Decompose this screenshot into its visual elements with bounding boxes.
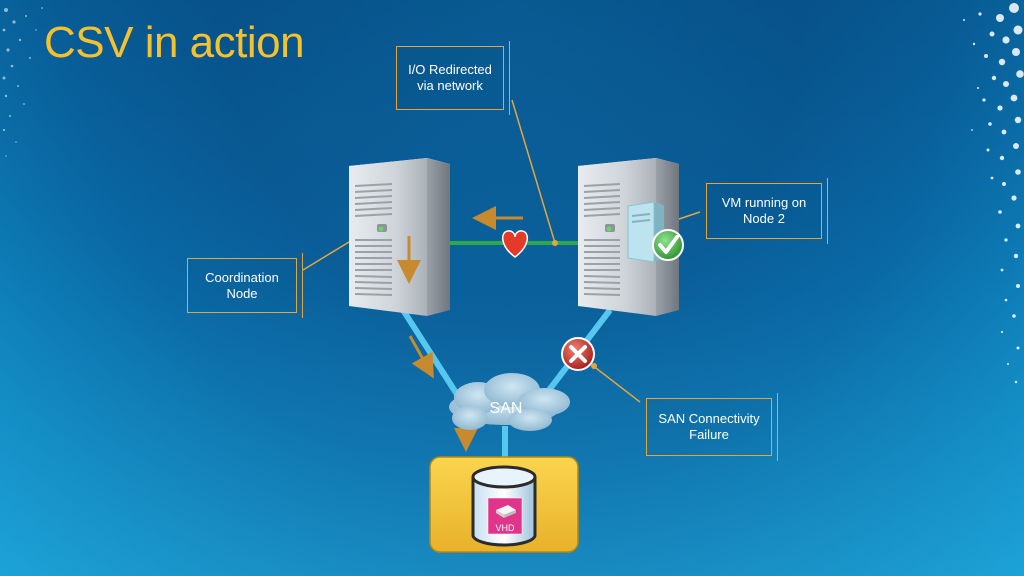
redirect-arrow-san xyxy=(408,335,434,379)
callout-coordination-node: Coordination Node xyxy=(187,253,303,318)
san-link-node1 xyxy=(400,308,461,398)
callout-io-redirected: I/O Redirected via network xyxy=(396,41,510,115)
heartbeat-heart-icon xyxy=(501,230,529,258)
callout-san-failure-text: SAN Connectivity Failure xyxy=(658,411,760,442)
san-label: SAN xyxy=(490,400,523,417)
server-node-2 xyxy=(578,158,679,316)
io-redirected-leader-dot xyxy=(552,240,558,246)
callout-coordination-node-text: Coordination Node xyxy=(205,269,279,301)
callout-vm-running-text: VM running on Node 2 xyxy=(721,195,807,226)
callout-san-failure: SAN Connectivity Failure xyxy=(646,393,778,461)
cloud-icon xyxy=(449,373,570,431)
decorative-dots-left xyxy=(2,7,43,157)
io-redirected-leader xyxy=(511,99,556,244)
error-x-icon xyxy=(561,337,595,371)
decorative-dots-right xyxy=(963,3,1024,384)
server-node-1 xyxy=(349,158,450,316)
vhd-label: VHD xyxy=(495,523,515,533)
san-failure-leader-dot xyxy=(591,363,597,369)
slide-title: CSV in action xyxy=(44,18,305,67)
san-failure-leader xyxy=(591,364,641,403)
check-icon xyxy=(652,229,684,261)
callout-vm-running: VM running on Node 2 xyxy=(706,178,828,244)
callout-io-redirected-text: I/O Redirected via network xyxy=(408,62,492,93)
database-icon xyxy=(471,465,537,547)
